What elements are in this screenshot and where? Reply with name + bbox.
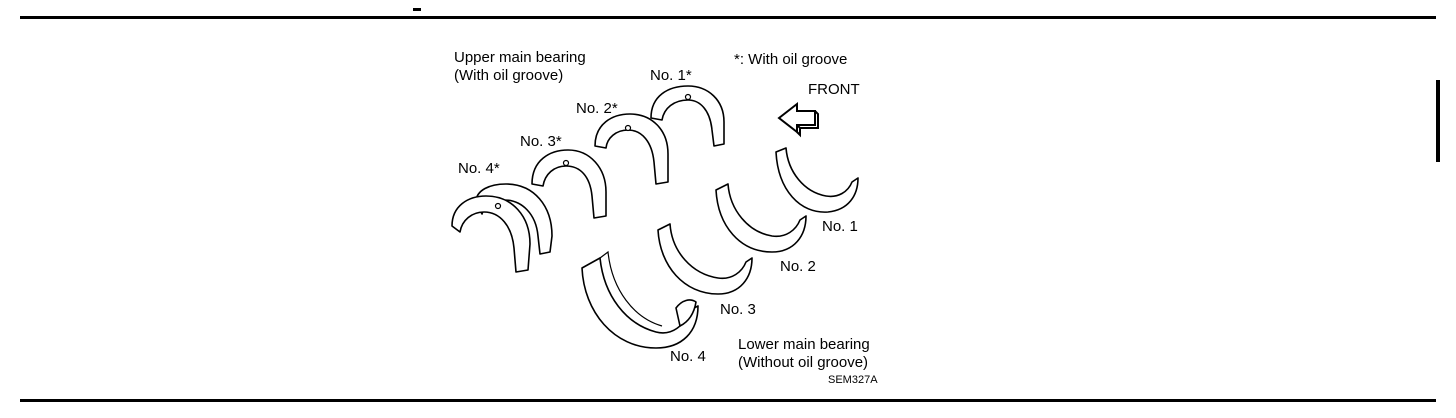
oil-hole-icon [494,202,502,210]
lower-label-no2: No. 2 [780,258,816,275]
oil-hole-icon [562,159,570,167]
oil-hole-icon [684,93,692,101]
upper-bearing-no1 [650,85,725,147]
upper-bearing-no2 [594,113,669,185]
upper-caption-line2: (With oil groove) [454,67,563,84]
top-rule [20,16,1436,19]
figure-code: SEM327A [828,374,878,386]
lower-caption-line2: (Without oil groove) [738,354,868,371]
lower-label-no3: No. 3 [720,301,756,318]
upper-label-no4: No. 4* [458,160,500,177]
upper-bearing-no4 [451,183,553,273]
bottom-rule [20,399,1436,402]
upper-label-no2: No. 2* [576,100,618,117]
upper-label-no1: No. 1* [650,67,692,84]
upper-label-no3: No. 3* [520,133,562,150]
upper-bearing-no3 [531,149,607,219]
lower-bearing-no3 [657,223,753,295]
top-tick-mark [413,8,421,11]
lower-bearing-no2 [715,183,807,253]
lower-bearing-no4 [581,250,699,349]
oil-groove-legend: *: With oil groove [734,51,847,68]
front-arrow-icon [777,101,819,138]
lower-caption-line1: Lower main bearing [738,336,870,353]
lower-bearing-no1 [775,147,859,213]
side-margin-bar [1436,80,1440,162]
lower-label-no1: No. 1 [822,218,858,235]
lower-label-no4: No. 4 [670,348,706,365]
front-label: FRONT [808,81,860,98]
oil-hole-icon [624,124,632,132]
upper-caption-line1: Upper main bearing [454,49,586,66]
